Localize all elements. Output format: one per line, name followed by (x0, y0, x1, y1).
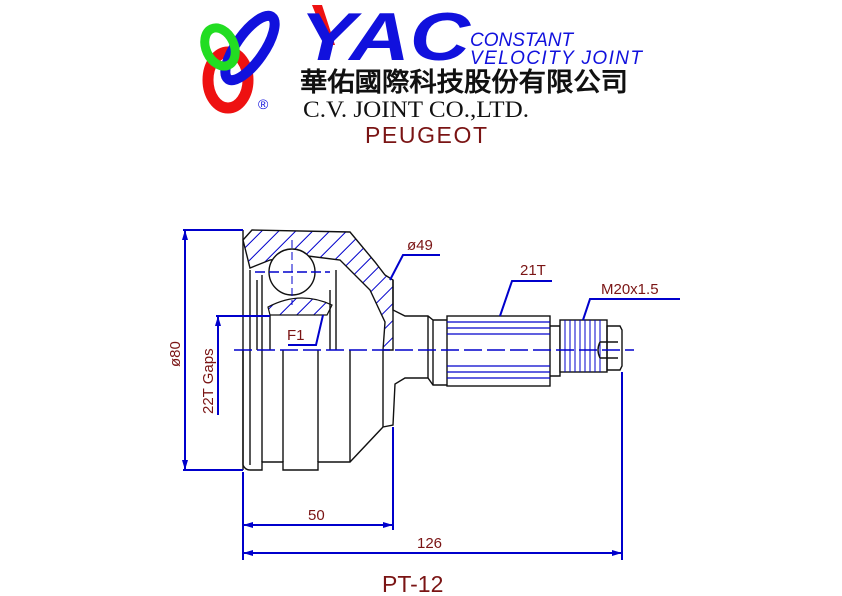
logo-tagline-1: CONSTANT (470, 30, 574, 51)
dim-outer-spline: 21T (520, 262, 546, 279)
dim-seal-diameter: ø49 (407, 237, 433, 254)
company-chinese-name: 華佑國際科技股份有限公司 (300, 67, 628, 97)
company-english-name: C.V. JOINT CO.,LTD. (303, 97, 529, 122)
make-label: PEUGEOT (365, 122, 487, 148)
logo-tagline-2: VELOCITY JOINT (470, 48, 643, 69)
logo-red-stripe (312, 5, 335, 45)
dim-inner-spline: 22T Gaps (200, 348, 217, 414)
registered-mark: ® (258, 96, 269, 112)
dim-outer-diameter: ø80 (167, 341, 184, 367)
dim-thread: M20x1.5 (601, 281, 659, 298)
dimension-arrows (182, 230, 622, 556)
dim-inner-label: F1 (287, 327, 305, 344)
logo-rings-icon (200, 10, 280, 114)
part-number: PT-12 (382, 571, 443, 596)
logo-brand: YAC (300, 0, 471, 75)
dim-bell-length: 50 (308, 507, 325, 524)
dimension-lines (183, 229, 680, 560)
dim-overall-length: 126 (417, 535, 442, 552)
cv-joint-drawing (234, 229, 634, 471)
